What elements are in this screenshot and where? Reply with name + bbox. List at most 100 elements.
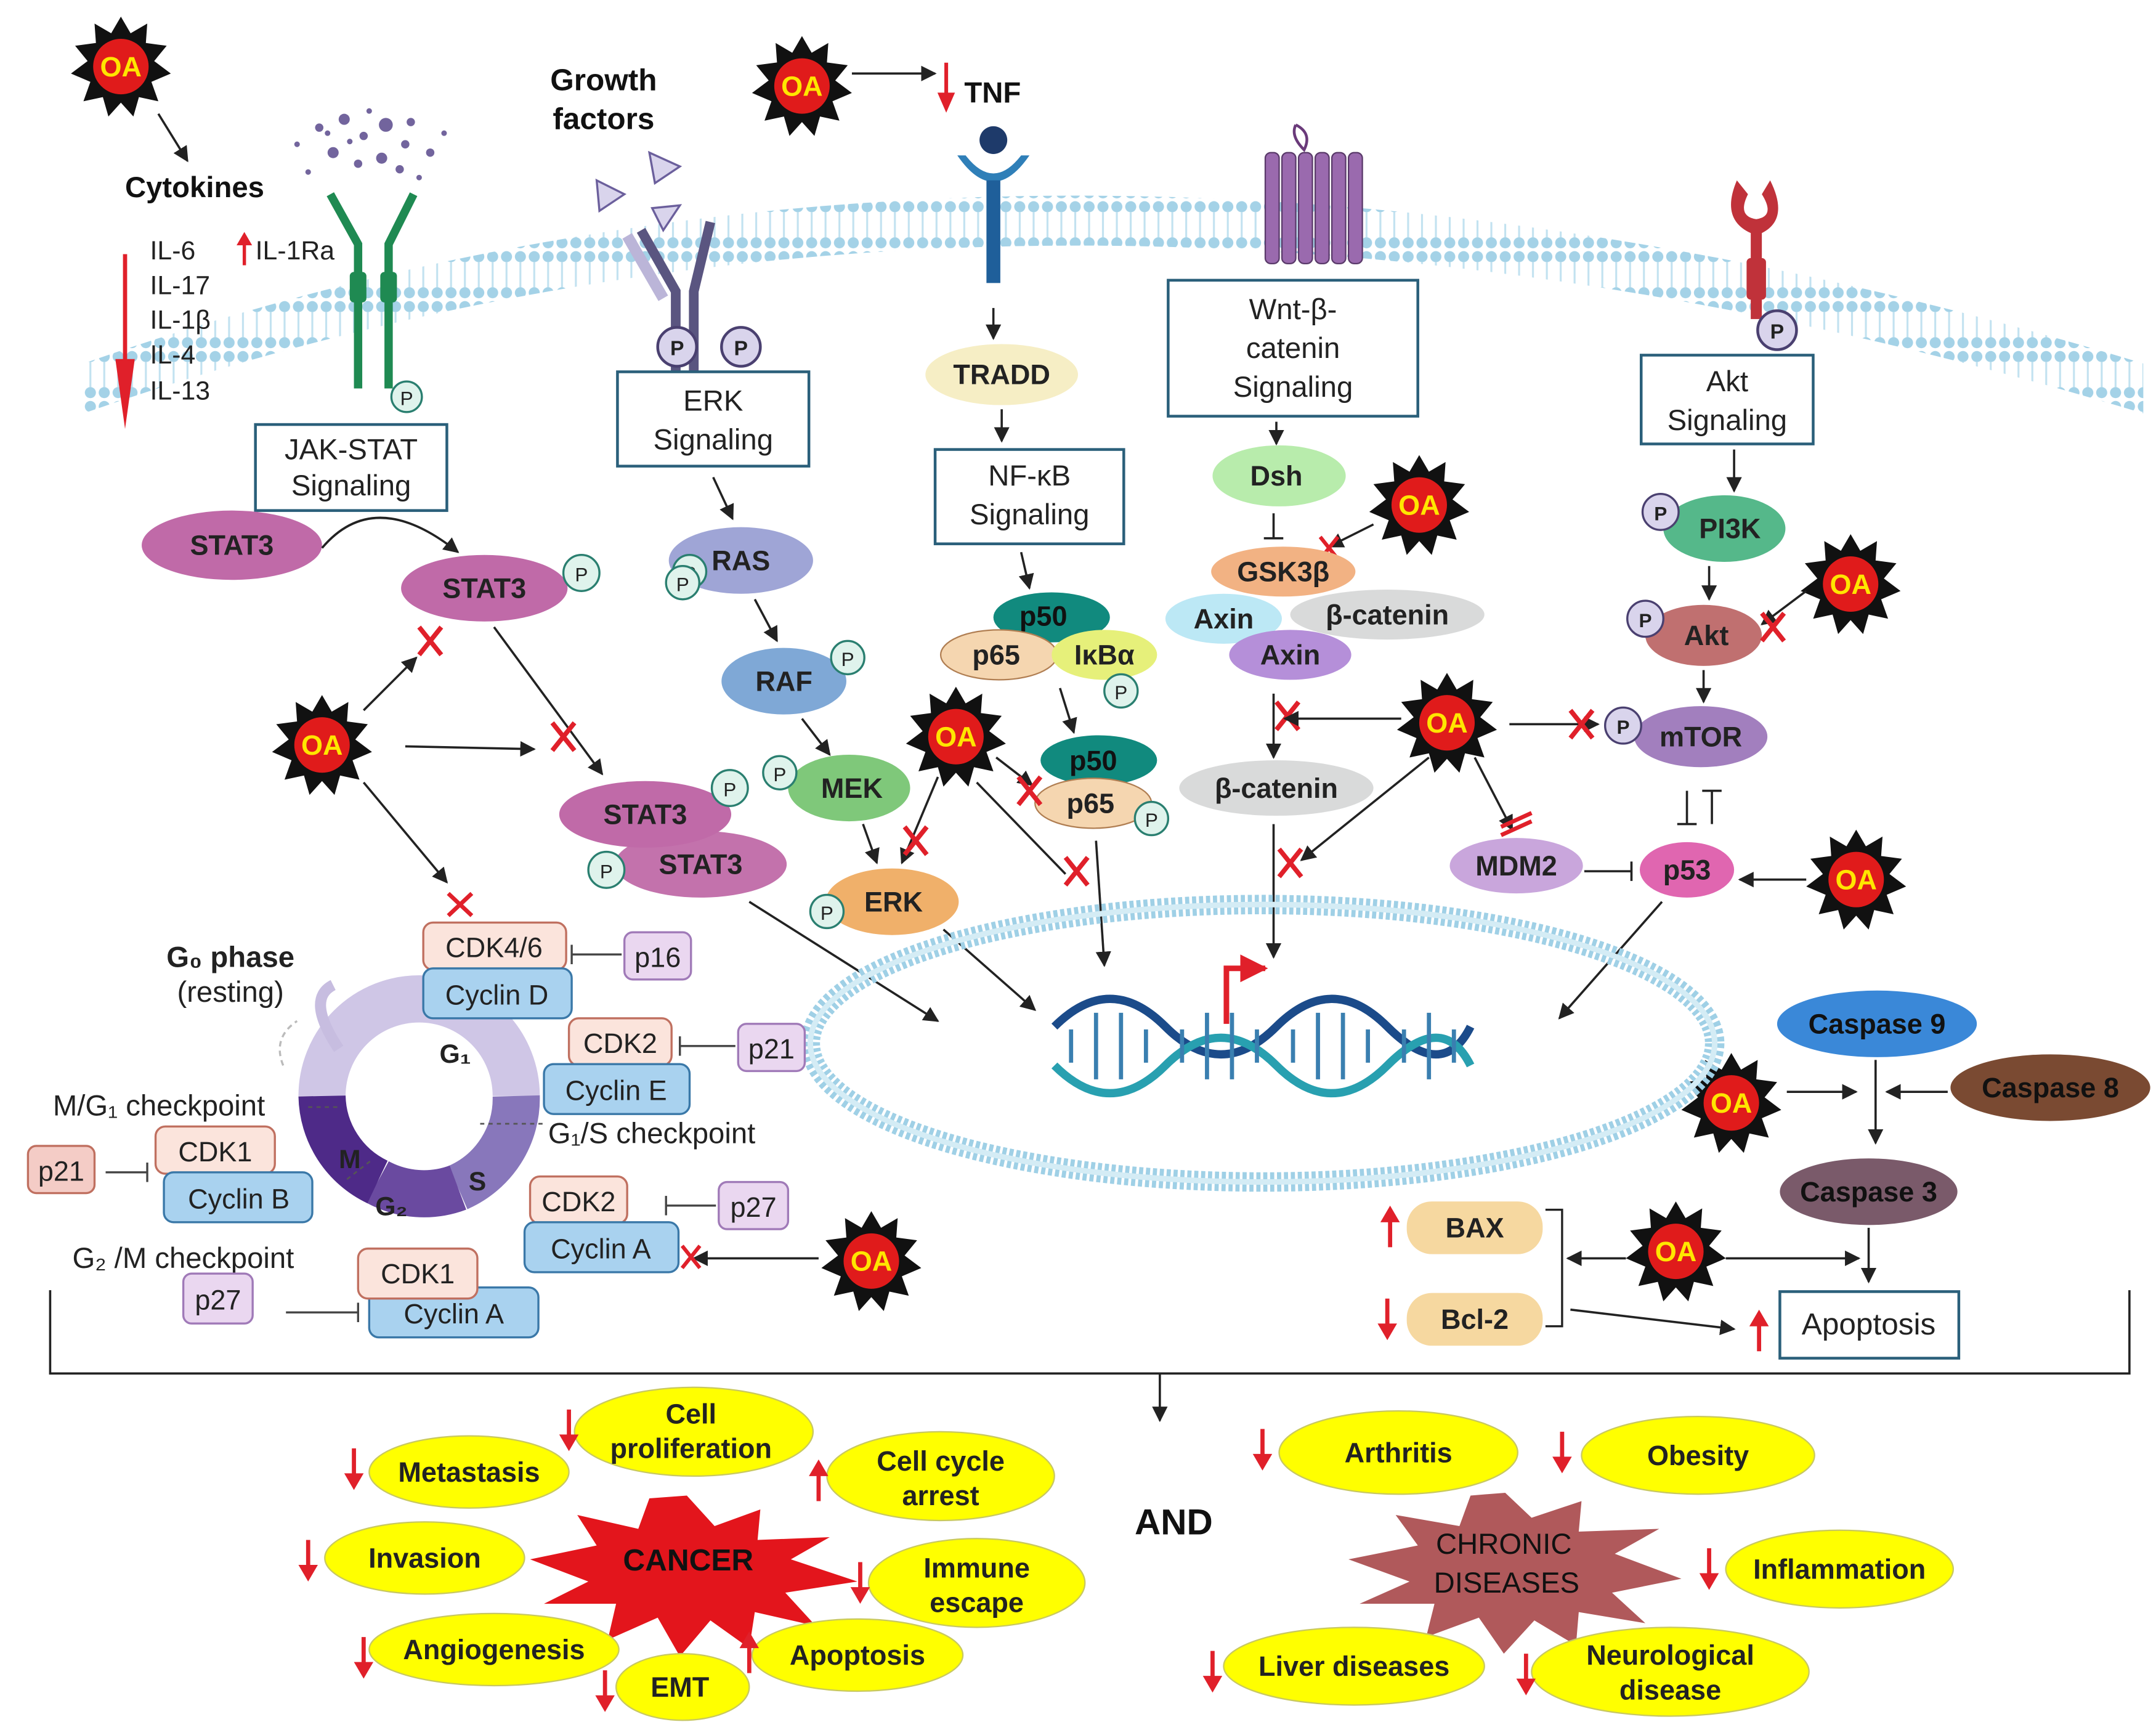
bcl2: Bcl-2 [1406,1293,1543,1346]
phase-s: S [469,1167,487,1196]
svg-text:p50: p50 [1069,745,1117,776]
outcome-arthritis: Arthritis [1278,1410,1518,1495]
svg-text:PI3K: PI3K [1699,513,1761,545]
svg-text:p27: p27 [195,1285,241,1316]
svg-text:TRADD: TRADD [953,359,1050,391]
svg-text:OA: OA [781,70,823,102]
svg-text:CHRONIC: CHRONIC [1436,1528,1572,1561]
mtor: mTOR P [1603,706,1768,768]
outcome-angiogenesis: Angiogenesis [368,1612,620,1687]
oa-burst-1: OA [71,17,171,117]
outcome-apoptosis: Apoptosis [751,1618,964,1692]
svg-text:P: P [1616,716,1629,738]
svg-text:p65: p65 [1066,788,1114,819]
erk-signaling-box: ERK Signaling [616,370,811,468]
oa-burst-9: OA [1681,1053,1781,1153]
svg-text:P: P [575,564,588,586]
svg-text:OA: OA [1830,569,1871,600]
svg-text:CDK2: CDK2 [541,1186,615,1217]
svg-text:STAT3: STAT3 [659,849,743,880]
growth-factors-label-1: Growth [550,63,657,97]
svg-text:β-catenin: β-catenin [1215,773,1338,804]
axin-b: Axin [1229,630,1352,680]
svg-text:escape: escape [930,1587,1024,1618]
p27-box-b: p27 [182,1272,254,1325]
akt-kinase: Akt P [1626,599,1762,666]
svg-text:Cyclin B: Cyclin B [188,1183,290,1214]
cell-cycle-ring [278,975,540,1217]
phase-g2: G₂ [375,1192,407,1222]
svg-text:P: P [670,336,684,360]
p53: p53 [1639,842,1735,898]
akt-signaling-box: Akt Signaling [1639,354,1815,445]
svg-text:IL-13: IL-13 [150,376,210,406]
outcome-obesity: Obesity [1581,1415,1815,1495]
svg-text:OA: OA [1655,1236,1697,1267]
svg-text:STAT3: STAT3 [190,530,274,561]
svg-text:OA: OA [1398,489,1440,521]
phase-g1: G₁ [439,1039,471,1069]
svg-text:Immune: Immune [923,1552,1030,1583]
svg-text:Inflammation: Inflammation [1753,1554,1926,1585]
svg-text:OA: OA [1711,1087,1753,1119]
growth-factors-label-2: factors [553,102,654,136]
p21-box-a: p21 [737,1023,806,1073]
stat3-dimer: STAT3 STAT3 P P [559,769,787,898]
svg-text:ERK: ERK [683,385,743,418]
tnf-receptor [957,126,1030,283]
svg-text:Caspase 9: Caspase 9 [1809,1009,1946,1040]
apoptosis-box: Apoptosis [1778,1290,1961,1360]
svg-text:p21: p21 [748,1033,795,1065]
svg-text:IL-17: IL-17 [150,270,210,300]
frizzled-receptor [1264,123,1363,264]
ras: RAS P P [665,527,813,601]
svg-text:P: P [734,336,748,360]
p16-box: p16 [623,931,692,981]
g2m-checkpoint: G₂ /M checkpoint [72,1242,294,1275]
svg-text:Cyclin D: Cyclin D [445,979,549,1010]
erk-receptor: P P [622,221,762,372]
svg-text:OA: OA [100,51,142,83]
cytokines-title: Cytokines [125,171,264,204]
g0-sub: (resting) [177,976,283,1009]
mek: MEK P [762,754,910,822]
outcome-invasion: Invasion [324,1521,525,1595]
svg-text:Obesity: Obesity [1647,1440,1749,1471]
raf: RAF P [721,640,865,715]
svg-text:MDM2: MDM2 [1475,850,1557,882]
oa-burst-7: OA [1801,534,1901,635]
svg-text:Metastasis: Metastasis [398,1456,540,1488]
svg-text:Dsh: Dsh [1250,460,1302,492]
mtor-p53-mutual [1677,789,1722,826]
svg-text:Akt: Akt [1684,620,1729,651]
svg-text:BAX: BAX [1445,1212,1504,1244]
svg-text:P: P [1145,809,1158,831]
svg-text:Caspase 3: Caspase 3 [1800,1176,1937,1208]
cdk2-cyclin-e: CDK2 Cyclin E [543,1017,691,1115]
tradd: TRADD [925,344,1078,405]
oa-burst-6: OA [1396,673,1497,773]
p21-box-b: p21 [26,1145,96,1195]
svg-text:P: P [841,648,854,670]
svg-text:Wnt-β-: Wnt-β- [1249,293,1337,326]
svg-text:p53: p53 [1663,855,1711,886]
wnt-signaling-box: Wnt-β- catenin Signaling [1167,278,1419,418]
svg-text:RAF: RAF [755,665,813,697]
axin-a: Axin [1165,593,1283,644]
nfkb-complex: p50 p65 IκBα P [939,592,1157,709]
svg-text:p16: p16 [634,942,681,973]
gsk3b: GSK3β [1211,546,1356,597]
bcatenin-complex: β-catenin [1290,590,1485,640]
svg-text:JAK-STAT: JAK-STAT [285,433,418,466]
outcome-inflammation: Inflammation [1725,1529,1955,1609]
svg-text:EMT: EMT [650,1671,710,1703]
erk-kinase: ERK P [809,868,959,935]
svg-text:Neurological: Neurological [1586,1639,1754,1671]
bax: BAX [1406,1201,1543,1254]
oa-burst-2: OA [752,36,852,136]
svg-text:CDK4/6: CDK4/6 [445,932,543,964]
